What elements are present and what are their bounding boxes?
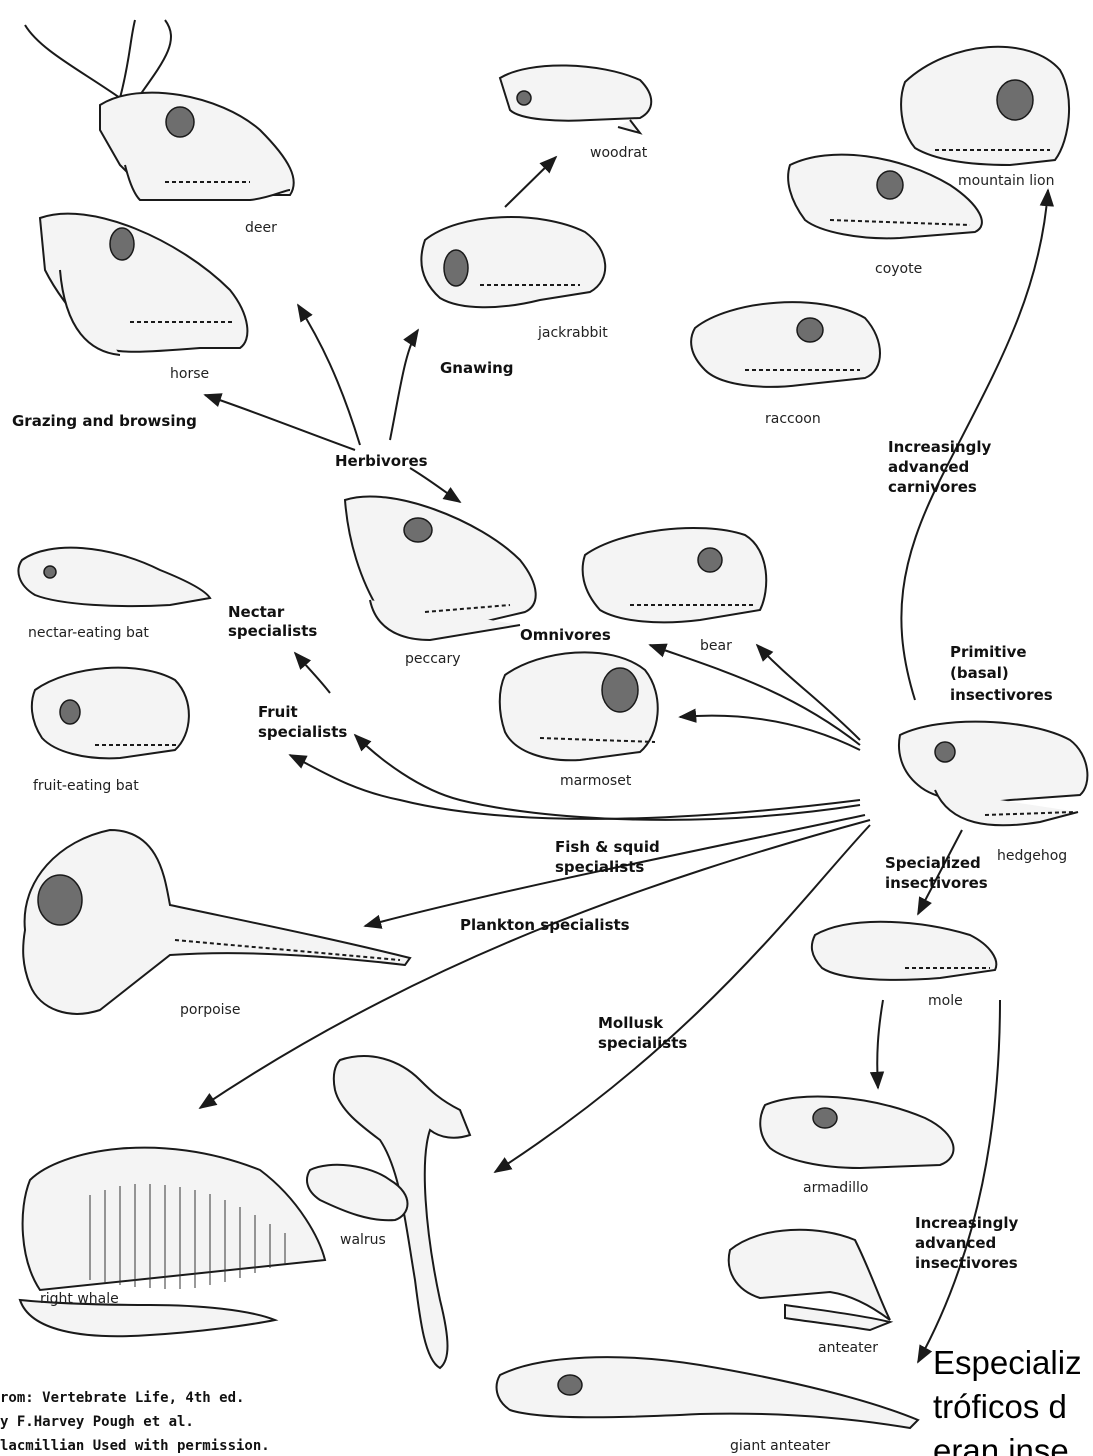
label-fruit-eating-bat: fruit-eating bat xyxy=(33,778,139,794)
walrus-skull xyxy=(307,1056,470,1368)
nectar-bat-skull xyxy=(18,548,210,606)
group-fish-line-2: specialists xyxy=(555,858,644,876)
arrow-basal-to-omnivores xyxy=(650,645,860,745)
group-primitive-line-3: insectivores xyxy=(950,686,1053,704)
overlay-caption: Especializ tróficos d eran inse xyxy=(933,1344,1082,1456)
credit-block: rom: Vertebrate Life, 4th ed. y F.Harvey… xyxy=(0,1390,270,1454)
bear-skull xyxy=(583,528,767,622)
raccoon-skull xyxy=(691,302,880,387)
credit-line-2: y F.Harvey Pough et al. xyxy=(0,1414,194,1430)
hedgehog-skull xyxy=(899,722,1087,826)
group-specialized-line-1: Specialized xyxy=(885,854,981,872)
group-mollusk-line-1: Mollusk xyxy=(598,1014,664,1032)
group-carnivores-line-1: Increasingly xyxy=(888,438,991,456)
arrow-herbivores-to-grazing xyxy=(205,395,355,450)
coyote-skull xyxy=(788,155,982,239)
label-walrus: walrus xyxy=(340,1232,386,1248)
arrow-basal-to-marmoset xyxy=(680,716,860,750)
arrow-fruit-to-nectar xyxy=(295,653,330,693)
label-bear: bear xyxy=(700,638,732,654)
fruit-bat-skull xyxy=(32,668,189,759)
group-carnivores-line-3: carnivores xyxy=(888,478,977,496)
label-peccary: peccary xyxy=(405,651,461,667)
group-primitive-line-1: Primitive xyxy=(950,643,1027,661)
group-adv-insectivores-line-3: insectivores xyxy=(915,1254,1018,1272)
label-giant-anteater: giant anteater xyxy=(730,1438,830,1454)
arrow-mole-to-giant-anteater xyxy=(918,1000,1000,1362)
label-porpoise: porpoise xyxy=(180,1002,240,1018)
arrow-herbivores-to-peccary xyxy=(410,468,460,502)
label-anteater: anteater xyxy=(818,1340,878,1356)
horse-skull xyxy=(40,214,247,355)
overlay-line-1: Especializ xyxy=(933,1344,1082,1381)
group-fish-line-1: Fish & squid xyxy=(555,838,660,856)
overlay-line-2: tróficos d xyxy=(933,1388,1067,1425)
peccary-skull xyxy=(345,496,536,640)
group-adv-insectivores-line-1: Increasingly xyxy=(915,1214,1018,1232)
group-fruit-line-2: specialists xyxy=(258,723,347,741)
arrow-to-specialized xyxy=(918,830,962,914)
group-herbivores: Herbivores xyxy=(335,452,428,470)
group-nectar-line-1: Nectar xyxy=(228,603,285,621)
arrow-mole-to-armadillo xyxy=(877,1000,883,1088)
giant-anteater-skull xyxy=(497,1357,918,1428)
group-adv-insectivores-line-2: advanced xyxy=(915,1234,996,1252)
credit-line-1: rom: Vertebrate Life, 4th ed. xyxy=(0,1390,244,1406)
jackrabbit-skull xyxy=(421,217,605,307)
woodrat-skull xyxy=(500,65,651,133)
group-plankton: Plankton specialists xyxy=(460,916,630,934)
mountain-lion-skull xyxy=(901,47,1069,165)
group-gnawing: Gnawing xyxy=(440,359,514,377)
label-marmoset: marmoset xyxy=(560,773,632,789)
arrow-basal-to-right-whale xyxy=(200,820,870,1108)
group-carnivores-line-2: advanced xyxy=(888,458,969,476)
anteater-skull xyxy=(729,1230,890,1330)
arrow-herbivores-to-deer xyxy=(298,305,360,445)
porpoise-skull xyxy=(23,830,410,1014)
label-armadillo: armadillo xyxy=(803,1180,868,1196)
label-deer: deer xyxy=(245,220,277,236)
label-coyote: coyote xyxy=(875,261,922,277)
marmoset-skull xyxy=(500,652,658,760)
right-whale-skull xyxy=(20,1148,325,1337)
group-omnivores: Omnivores xyxy=(520,626,611,644)
label-mountain-lion: mountain lion xyxy=(958,173,1054,189)
label-mole: mole xyxy=(928,993,963,1009)
overlay-line-3: eran inse xyxy=(933,1432,1069,1456)
group-grazing-browsing: Grazing and browsing xyxy=(12,412,197,430)
group-specialized-line-2: insectivores xyxy=(885,874,988,892)
group-fruit-line-1: Fruit xyxy=(258,703,298,721)
label-horse: horse xyxy=(170,366,209,382)
label-nectar-eating-bat: nectar-eating bat xyxy=(28,625,149,641)
label-woodrat: woodrat xyxy=(590,145,648,161)
label-hedgehog: hedgehog xyxy=(997,848,1067,864)
arrow-herbivores-to-gnawing xyxy=(390,330,418,440)
label-right-whale: right whale xyxy=(40,1291,119,1307)
credit-line-3: lacmillian Used with permission. xyxy=(0,1438,270,1454)
deer-skull xyxy=(25,20,294,200)
mole-skull xyxy=(812,922,996,980)
armadillo-skull xyxy=(760,1096,953,1168)
group-primitive-line-2: (basal) xyxy=(950,664,1009,682)
label-jackrabbit: jackrabbit xyxy=(537,325,608,341)
group-mollusk-line-2: specialists xyxy=(598,1034,687,1052)
arrow-jackrabbit-to-woodrat xyxy=(505,157,556,207)
label-raccoon: raccoon xyxy=(765,411,821,427)
group-nectar-line-2: specialists xyxy=(228,622,317,640)
